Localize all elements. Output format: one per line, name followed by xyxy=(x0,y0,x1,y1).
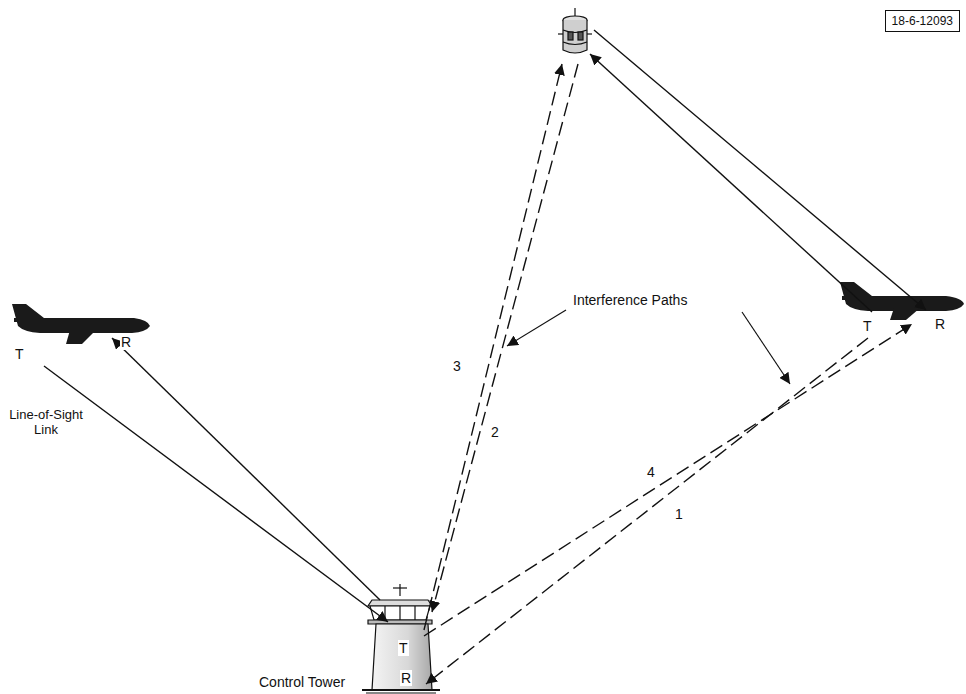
annotation-label: Line-of-Sight Link xyxy=(4,408,88,438)
figure-number: 18-6-12093 xyxy=(892,14,953,28)
terminal-letter: T xyxy=(862,318,873,334)
interference-lines xyxy=(424,64,912,684)
terminal-letter: T xyxy=(398,640,409,656)
terminal-letter: R xyxy=(400,670,412,686)
aircraft-right xyxy=(840,282,964,320)
terminal-letter: R xyxy=(934,316,946,332)
terminal-letter: R xyxy=(120,334,132,350)
satellite xyxy=(558,8,592,53)
control-tower xyxy=(362,584,440,693)
callout-number: 4 xyxy=(646,464,656,480)
link-lines xyxy=(44,30,926,622)
figure-number-box: 18-6-12093 xyxy=(885,10,960,32)
callout-number: 3 xyxy=(452,358,462,374)
annotation-label: Interference Paths xyxy=(572,292,688,308)
annotation-label: Control Tower xyxy=(258,674,346,690)
callout-number: 1 xyxy=(674,506,684,522)
callout-number: 2 xyxy=(490,424,500,440)
leader-lines xyxy=(507,310,790,384)
terminal-letter: T xyxy=(14,346,25,362)
